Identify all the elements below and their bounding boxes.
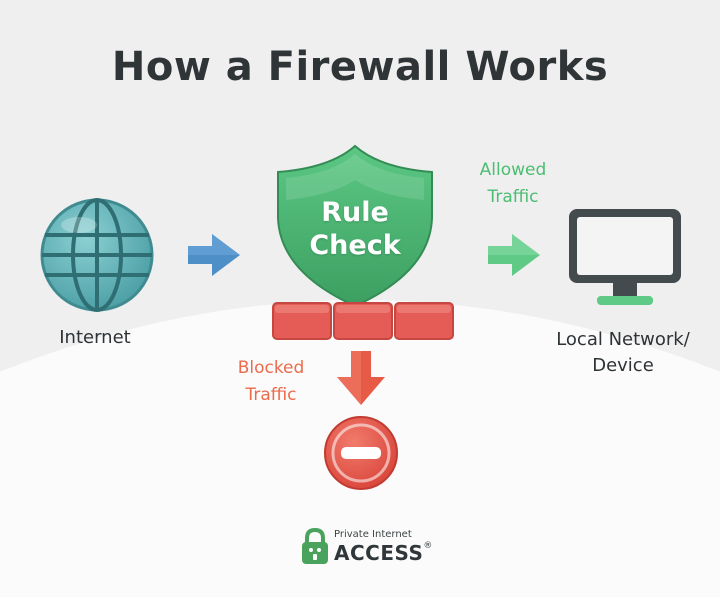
device-label: Local Network/ Device <box>556 329 690 376</box>
internet-label: Internet <box>59 327 131 348</box>
padlock-logo-icon <box>302 527 328 564</box>
rule-check-line1: Rule <box>321 197 389 228</box>
no-entry-icon <box>324 416 398 490</box>
allowed-line1: Allowed <box>479 160 547 180</box>
blocked-line1: Blocked <box>237 358 305 378</box>
diagram-title: How a Firewall Works <box>111 44 609 90</box>
blocked-line2: Traffic <box>245 385 297 405</box>
monitor-icon <box>569 209 681 305</box>
arrow-blocked-icon <box>337 351 385 405</box>
rule-check-line2: Check <box>309 230 401 261</box>
logo-registered-mark: ® <box>423 541 433 551</box>
arrow-allowed-icon <box>488 234 540 276</box>
logo-main-text: ACCESS® <box>334 541 433 565</box>
allowed-traffic-label: Allowed Traffic <box>458 157 568 211</box>
pia-logo: Private Internet ACCESS® <box>300 527 433 567</box>
rule-check-label: Rule Check <box>275 196 435 262</box>
blocked-traffic-label: Blocked Traffic <box>216 355 326 409</box>
arrow-in-icon <box>188 234 240 276</box>
brick-wall-icon <box>272 302 454 340</box>
logo-top-text: Private Internet <box>334 529 412 540</box>
globe-icon <box>40 198 154 312</box>
allowed-line2: Traffic <box>487 187 539 207</box>
logo-main-word: ACCESS <box>334 541 424 565</box>
shield-icon <box>277 144 433 308</box>
